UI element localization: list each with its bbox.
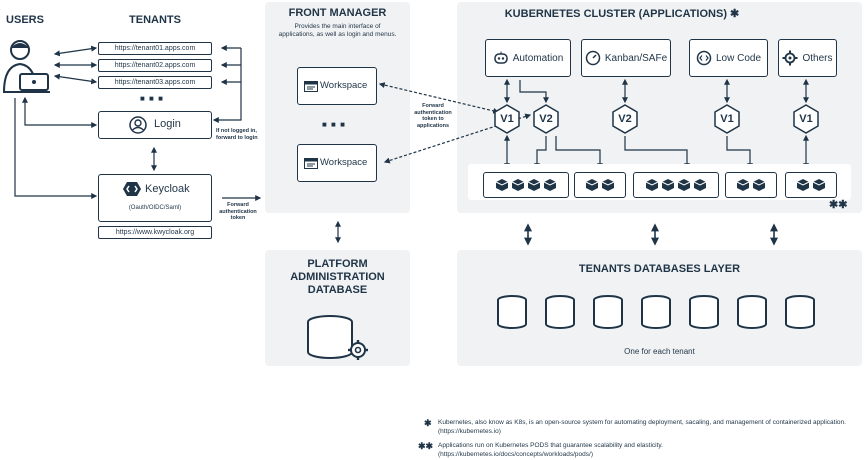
cube-icon (543, 179, 557, 191)
database-gear-icon (307, 315, 368, 360)
pod-5[interactable] (785, 172, 837, 198)
edge-user-url3 (53, 73, 98, 85)
user-laptop-icon (2, 40, 50, 93)
cube-icon (495, 179, 509, 191)
k8s-title: KUBERNETES CLUSTER (APPLICATIONS) ✱ (504, 8, 740, 20)
footnote-1-text: Kubernetes, also know as K8s, is an open… (438, 419, 846, 435)
version-label-2: V2 (539, 113, 553, 125)
tenant-url-3[interactable]: https://tenant03.apps.com (98, 76, 212, 89)
cube-icon (677, 179, 691, 191)
app-lowcode-label: Low Code (715, 52, 762, 64)
keycloak-box[interactable]: Keycloak (Oauth/OIDC/Saml) (98, 174, 212, 222)
workspace-2-label: Workspace (320, 157, 368, 168)
users-title: USERS (6, 14, 44, 26)
pod-4[interactable] (725, 172, 777, 198)
database-stack-icon (641, 295, 671, 329)
tenant-url-2[interactable]: https://tenant02.apps.com (98, 59, 212, 72)
database-stack-icon (593, 295, 623, 329)
cube-icon (796, 179, 810, 191)
database-stack-icon (785, 295, 815, 329)
version-hex-4[interactable]: V1 (714, 104, 740, 134)
app-lowcode[interactable]: Low Code (689, 39, 768, 77)
window-icon (304, 158, 318, 169)
workspace-2[interactable]: Workspace (297, 144, 377, 182)
app-kanban-label: Kanban/SAFe (604, 52, 668, 64)
database-stack-icon (737, 295, 767, 329)
tenants-db-title: TENANTS DATABASES LAYER (578, 263, 741, 275)
keycloak-logo-icon (123, 182, 141, 196)
login-box[interactable]: Login (98, 111, 212, 139)
robot-icon (493, 51, 508, 64)
edge-user-url1 (53, 45, 98, 57)
hexagon-icon (612, 104, 638, 134)
cube-icon (693, 179, 707, 191)
cube-icon (661, 179, 675, 191)
version-hex-5[interactable]: V1 (793, 104, 819, 134)
hexagon-icon (793, 104, 819, 134)
version-hex-2[interactable]: V2 (533, 104, 559, 134)
pod-1[interactable] (483, 172, 569, 198)
workspace-1[interactable]: Workspace (297, 67, 377, 105)
hexagon-icon (714, 104, 740, 134)
pod-3[interactable] (633, 172, 719, 198)
keycloak-url[interactable]: https://www.kwycloak.org (98, 226, 212, 239)
if-not-logged-note: If not logged in, forward to login (216, 128, 258, 141)
edge-user-keycloak (14, 98, 98, 199)
tenant-url-1[interactable]: https://tenant01.apps.com (98, 42, 212, 55)
tenant-db-icons (497, 295, 815, 329)
login-label: Login (154, 118, 181, 130)
app-kanban[interactable]: Kanban/SAFe (581, 39, 671, 77)
cube-icon (812, 179, 826, 191)
hexagon-icon (533, 104, 559, 134)
edge-workspace1-v1 (378, 82, 500, 114)
version-hex-3[interactable]: V2 (612, 104, 638, 134)
edge-urls-to-login (212, 48, 242, 123)
database-stack-icon (545, 295, 575, 329)
front-manager-title: FRONT MANAGER (288, 7, 387, 19)
code-icon (696, 50, 712, 66)
pod-2[interactable] (574, 172, 626, 198)
front-manager-subtitle: Provides the main interface of applicati… (278, 23, 397, 39)
database-stack-icon (497, 295, 527, 329)
cube-icon (752, 179, 766, 191)
forward-token-note: Forward authentication token (219, 202, 257, 222)
app-automation[interactable]: Automation (485, 39, 571, 77)
database-stack-icon (689, 295, 719, 329)
hexagon-icon (494, 104, 520, 134)
tenants-db-caption: One for each tenant (624, 347, 695, 356)
app-others-label: Others (802, 52, 833, 64)
cube-icon (645, 179, 659, 191)
tenants-ellipsis: ■ ■ ■ (140, 94, 164, 103)
keycloak-sub: (Oauth/OIDC/Saml) (128, 205, 182, 211)
footnote-1-mark: ✱ (424, 418, 432, 428)
workspace-1-label: Workspace (320, 80, 368, 91)
version-hex-1[interactable]: V1 (494, 104, 520, 134)
keycloak-label: Keycloak (145, 183, 190, 195)
platform-db-title: PLATFORM ADMINISTRATION DATABASE (290, 258, 385, 297)
version-label-4: V1 (720, 113, 734, 125)
app-others[interactable]: Others (778, 39, 837, 77)
cube-icon (527, 179, 541, 191)
user-circle-icon (129, 116, 147, 134)
version-label-1: V1 (500, 113, 514, 125)
footnote-2-text: Applications run on Kubernetes PODS that… (438, 442, 663, 458)
front-ellipsis: ■ ■ ■ (322, 120, 346, 129)
window-icon (304, 81, 318, 92)
cube-icon (601, 179, 615, 191)
cube-icon (511, 179, 525, 191)
gear-icon (782, 50, 798, 66)
cube-icon (736, 179, 750, 191)
gauge-icon (585, 50, 601, 66)
edge-user-login (22, 96, 98, 128)
version-label-3: V2 (618, 113, 632, 125)
version-label-5: V1 (799, 113, 813, 125)
cube-icon (585, 179, 599, 191)
pods-mark: ✱✱ (829, 199, 848, 211)
forward-token-apps-note: Forward authentication token to applicat… (414, 103, 452, 129)
app-automation-label: Automation (512, 52, 564, 64)
tenants-title: TENANTS (129, 14, 181, 26)
footnote-2-mark: ✱✱ (418, 441, 434, 451)
